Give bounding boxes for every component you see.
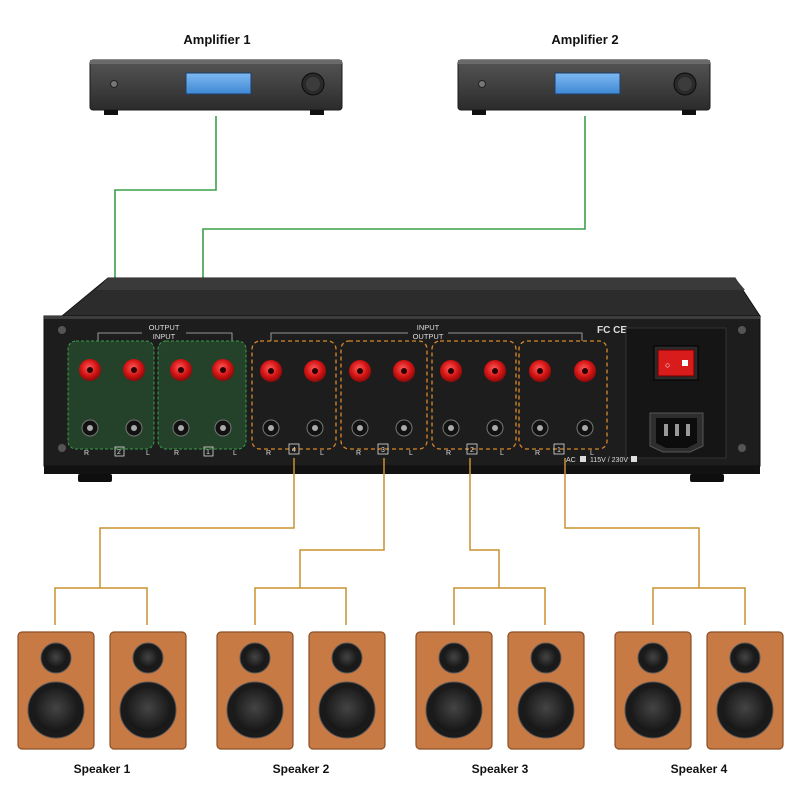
ac-pin-icon: [675, 424, 679, 436]
amp-input-label: INPUT: [153, 332, 176, 341]
speaker-2-wire: [299, 458, 385, 588]
amp-group-number: 2: [117, 449, 121, 456]
speaker-4-label: Speaker 4: [671, 762, 728, 776]
speaker-1-wire: [99, 458, 295, 588]
screw-icon: [58, 444, 66, 452]
channel-right-label: R: [84, 450, 89, 457]
speaker-pair-4: Speaker 4: [614, 631, 784, 776]
speaker-wires: [54, 458, 746, 625]
speaker-3-wire: [469, 458, 500, 588]
power-switch-on-icon: [682, 360, 688, 366]
speaker-output-label: OUTPUT: [413, 332, 444, 341]
channel-right-label: R: [356, 450, 361, 457]
amplifier-2: Amplifier 2: [457, 32, 711, 115]
speaker-3-split-wire: [453, 587, 546, 625]
speaker-1-split-wire: [54, 587, 148, 625]
amplifier-1: Amplifier 1: [89, 32, 343, 115]
voltage-label: 115V / 230V: [590, 457, 628, 464]
power-switch[interactable]: [657, 349, 695, 377]
channel-right-label: R: [535, 450, 540, 457]
amplifier-2-label: Amplifier 2: [551, 32, 618, 47]
amp-group-number: 1: [206, 449, 210, 456]
amplifier-2-display: [554, 72, 621, 95]
channel-right-label: R: [174, 450, 179, 457]
speaker-2-split-wire: [254, 587, 347, 625]
screw-icon: [58, 326, 66, 334]
ac-pin-icon: [664, 424, 668, 436]
chassis-foot: [690, 474, 724, 482]
amp-output-label: OUTPUT: [149, 323, 180, 332]
certification-mark: FC CE: [597, 325, 627, 336]
speaker-output-group-1: R 1 L: [518, 340, 608, 457]
ac-pin-icon: [686, 424, 690, 436]
speaker-pair-1: Speaker 1: [17, 631, 187, 776]
speaker-2-label: Speaker 2: [273, 762, 330, 776]
channel-left-label: L: [320, 450, 324, 457]
screw-icon: [738, 326, 746, 334]
channel-left-label: L: [233, 450, 237, 457]
speaker-4-wire: [564, 458, 700, 588]
amplifier-1-label: Amplifier 1: [183, 32, 250, 47]
speaker-output-group-3: R 3 L: [340, 340, 428, 457]
channel-right-label: R: [266, 450, 271, 457]
speaker-4-split-wire: [652, 587, 746, 625]
speaker-selector-unit: OUTPUT INPUT INPUT OUTPUT FC CE ○ AC 115…: [43, 277, 761, 482]
speaker-group-number: 4: [292, 447, 296, 454]
speaker-pair-3: Speaker 3: [415, 631, 585, 776]
channel-left-label: L: [500, 450, 504, 457]
amplifier-1-led-icon: [110, 80, 118, 88]
speaker-input-label: INPUT: [417, 323, 440, 332]
chassis-foot: [78, 474, 112, 482]
speaker-group-number: 1: [557, 447, 561, 454]
amplifier-1-wire: [114, 116, 217, 345]
power-switch-off-icon: ○: [665, 360, 670, 370]
channel-right-label: R: [446, 450, 451, 457]
speaker-1-label: Speaker 1: [74, 762, 131, 776]
speaker-output-group-4: R 4 L: [251, 340, 337, 457]
amplifier-1-display: [185, 72, 252, 95]
channel-left-label: L: [590, 450, 594, 457]
speaker-group-number: 2: [470, 447, 474, 454]
speaker-output-group-2: R 2 L: [431, 340, 517, 457]
amplifier-2-led-icon: [478, 80, 486, 88]
speaker-pair-2: Speaker 2: [216, 631, 386, 776]
speakers: Speaker 1 Speaker 2 Speaker 3 Speaker 4: [17, 631, 784, 776]
speaker-group-number: 3: [381, 447, 385, 454]
screw-icon: [738, 444, 746, 452]
speaker-3-label: Speaker 3: [472, 762, 529, 776]
channel-left-label: L: [409, 450, 413, 457]
channel-left-label: L: [146, 450, 150, 457]
amp-input-group-2: R 2 L: [67, 340, 155, 457]
amp-input-group-1: R 1 L: [157, 340, 247, 457]
ac-label: AC: [566, 457, 576, 464]
